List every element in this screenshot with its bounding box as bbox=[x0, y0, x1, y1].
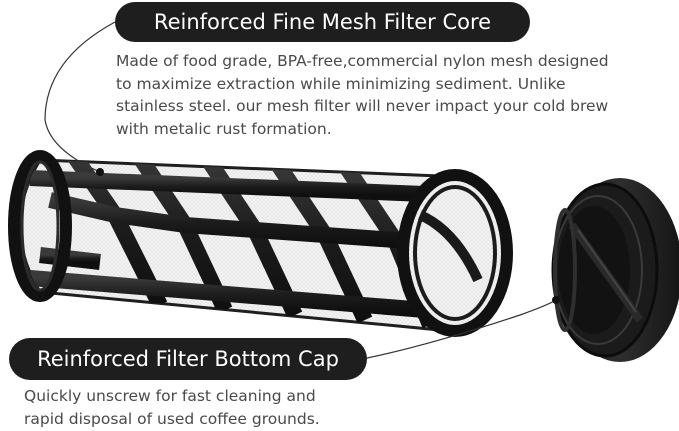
core-description-line: stainless steel. our mesh filter will ne… bbox=[116, 97, 609, 115]
cap-title-badge: Reinforced Filter Bottom Cap bbox=[9, 338, 367, 380]
core-description-line: Made of food grade, BPA-free,commercial … bbox=[116, 52, 609, 70]
core-description-line: with metalic rust formation. bbox=[116, 119, 332, 138]
core-description-line: to maximize extraction while minimizing … bbox=[116, 74, 566, 93]
cap-leader-line bbox=[366, 299, 557, 359]
cap-leader-dot bbox=[552, 296, 560, 304]
cap-description-line: rapid disposal of used coffee grounds. bbox=[24, 409, 320, 428]
core-title: Reinforced Fine Mesh Filter Core bbox=[153, 10, 492, 34]
core-title-badge: Reinforced Fine Mesh Filter Core bbox=[115, 2, 530, 42]
core-leader-line bbox=[44, 21, 116, 173]
mesh-filter-core bbox=[8, 150, 513, 337]
cap-description-line: Quickly unscrew for fast cleaning and bbox=[24, 387, 316, 405]
cap-title: Reinforced Filter Bottom Cap bbox=[37, 347, 339, 371]
core-description: Made of food grade, BPA-free,commercial … bbox=[116, 50, 609, 140]
filter-bottom-cap bbox=[551, 178, 679, 362]
core-leader-dot bbox=[96, 168, 104, 176]
cap-description: Quickly unscrew for fast cleaning and ra… bbox=[24, 385, 320, 430]
